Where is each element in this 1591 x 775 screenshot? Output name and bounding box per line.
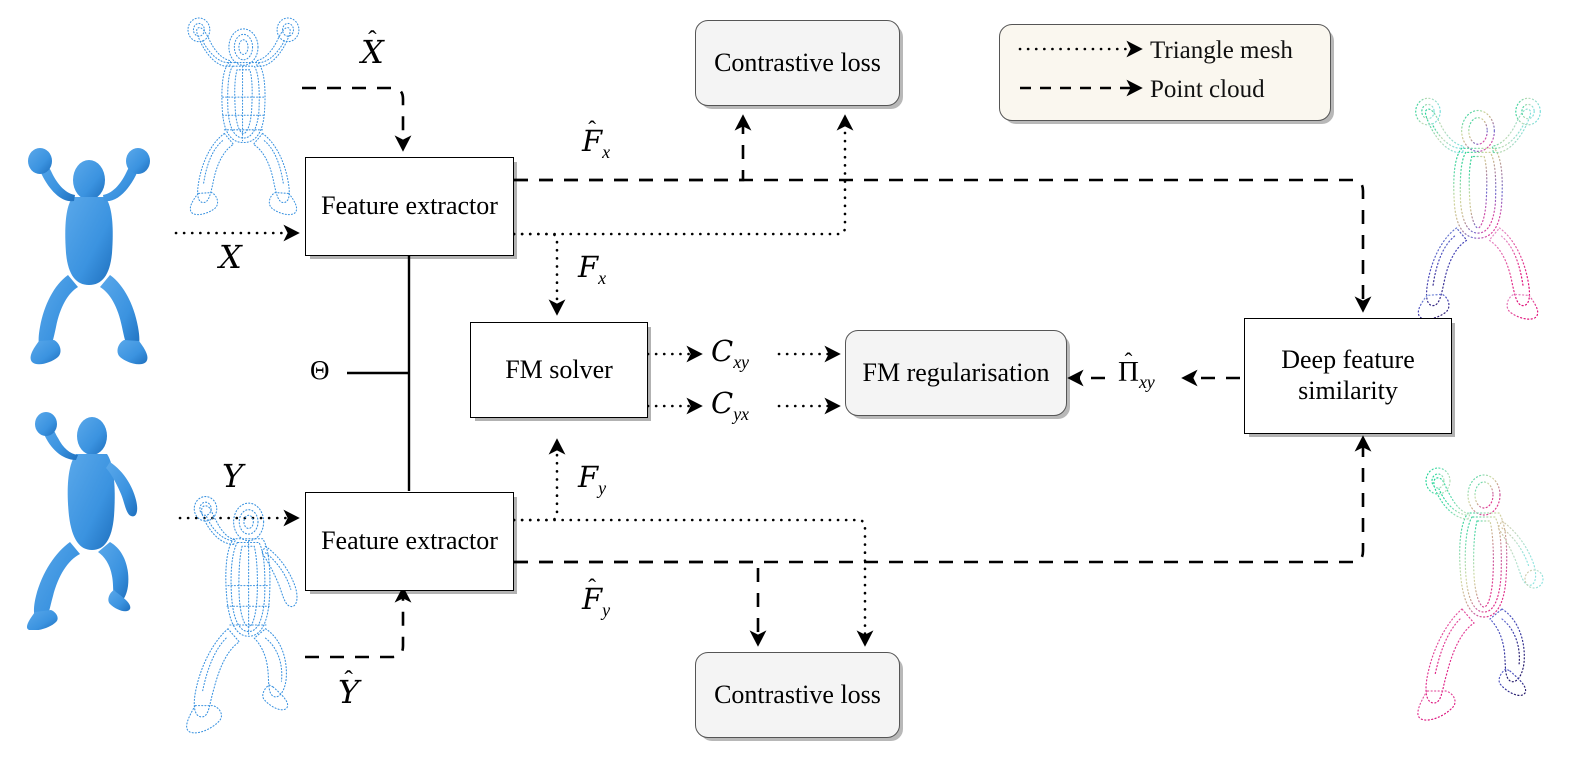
legend-row-triangle-mesh: Triangle mesh <box>1000 34 1330 68</box>
feature-extractor-bottom-label: Feature extractor <box>321 526 498 556</box>
label-fx-sub: x <box>598 267 606 288</box>
figure-pointcloud-y-colored <box>1393 455 1563 755</box>
feature-extractor-top-label: Feature extractor <box>321 191 498 221</box>
contrastive-loss-bottom-label: Contrastive loss <box>714 679 881 709</box>
label-fx-hat-sub: x <box>602 141 610 162</box>
edge-fyhat-to-contrastive-bottom <box>514 560 767 647</box>
label-cxy-base: C <box>711 334 734 368</box>
legend-label-point-cloud: Point cloud <box>1150 76 1265 103</box>
deep-feature-similarity-label-line2: similarity <box>1298 376 1398 405</box>
node-contrastive-loss-bottom[interactable]: Contrastive loss <box>695 652 900 738</box>
label-cyx-base: C <box>711 386 734 420</box>
legend-row-point-cloud: Point cloud <box>1000 73 1330 107</box>
figure-pointcloud-y-hat <box>168 480 318 770</box>
label-cxy: Cxy <box>711 334 749 373</box>
edge-fy-to-contrastive-bottom <box>512 518 874 647</box>
legend-box: Triangle mesh Point cloud <box>999 24 1331 121</box>
label-fy-hat-base: F <box>582 582 603 616</box>
label-pi-xy-hat: ̂Πxy <box>1118 356 1155 393</box>
label-y: Y <box>222 457 243 495</box>
deep-feature-similarity-label-line1: Deep feature <box>1281 345 1415 375</box>
label-theta: Θ <box>310 355 330 386</box>
label-fx-hat-base: F <box>582 124 603 158</box>
fm-regularisation-label: FM regularisation <box>862 357 1050 387</box>
figure-mesh-y <box>6 400 166 630</box>
label-x-hat-text: X <box>361 33 384 71</box>
label-fy-base: F <box>578 460 599 494</box>
node-fm-regularisation[interactable]: FM regularisation <box>845 330 1067 416</box>
figure-mesh-x <box>6 135 171 370</box>
node-feature-extractor-top[interactable]: Feature extractor <box>305 157 514 256</box>
legend-label-triangle-mesh: Triangle mesh <box>1150 37 1293 64</box>
label-pi-xy-hat-base: Π <box>1118 356 1139 388</box>
label-fx-base: F <box>578 250 599 284</box>
label-pi-xy-hat-sub: xy <box>1138 371 1155 392</box>
label-fy: Fy <box>578 460 606 499</box>
node-deep-feature-similarity[interactable]: Deep feature similarity <box>1244 318 1452 434</box>
node-contrastive-loss-top[interactable]: Contrastive loss <box>695 20 900 106</box>
label-cyx-sub: yx <box>733 403 749 424</box>
label-y-hat-text: Y <box>338 673 360 711</box>
edge-fyhat-to-deep-similarity <box>514 435 1372 564</box>
edge-fx-to-contrastive-top <box>512 114 854 236</box>
edge-fxhat-to-contrastive-top <box>514 114 752 182</box>
contrastive-loss-top-label: Contrastive loss <box>714 47 881 77</box>
node-feature-extractor-bottom[interactable]: Feature extractor <box>305 492 514 591</box>
label-x-text: X <box>219 238 242 276</box>
label-y-text: Y <box>222 457 244 495</box>
label-x-hat: ̂X <box>361 33 384 71</box>
label-fx-hat: ̂Fx <box>582 124 610 163</box>
dotted-arrow-icon <box>1018 39 1150 64</box>
dashed-arrow-icon <box>1018 78 1150 103</box>
label-x: X <box>219 238 242 276</box>
edge-fx-to-fm-solver <box>512 232 566 316</box>
label-y-hat: ̂Y <box>338 673 359 711</box>
figure-pointcloud-x-hat <box>168 2 318 224</box>
label-fx: Fx <box>578 250 606 289</box>
fm-solver-label: FM solver <box>505 354 613 384</box>
label-theta-text: Θ <box>310 355 330 385</box>
edge-yhat-to-extractor <box>305 586 412 659</box>
label-cxy-sub: xy <box>733 351 749 372</box>
label-cyx: Cyx <box>711 386 749 425</box>
label-fy-hat: ̂Fy <box>582 582 610 621</box>
edge-fxhat-to-deep-similarity <box>514 178 1372 313</box>
label-fy-sub: y <box>598 477 606 498</box>
edge-fy-to-fm-solver <box>512 438 566 522</box>
label-fy-hat-sub: y <box>602 599 610 620</box>
figure-pointcloud-x-colored <box>1390 85 1565 325</box>
node-fm-solver[interactable]: FM solver <box>470 322 648 418</box>
